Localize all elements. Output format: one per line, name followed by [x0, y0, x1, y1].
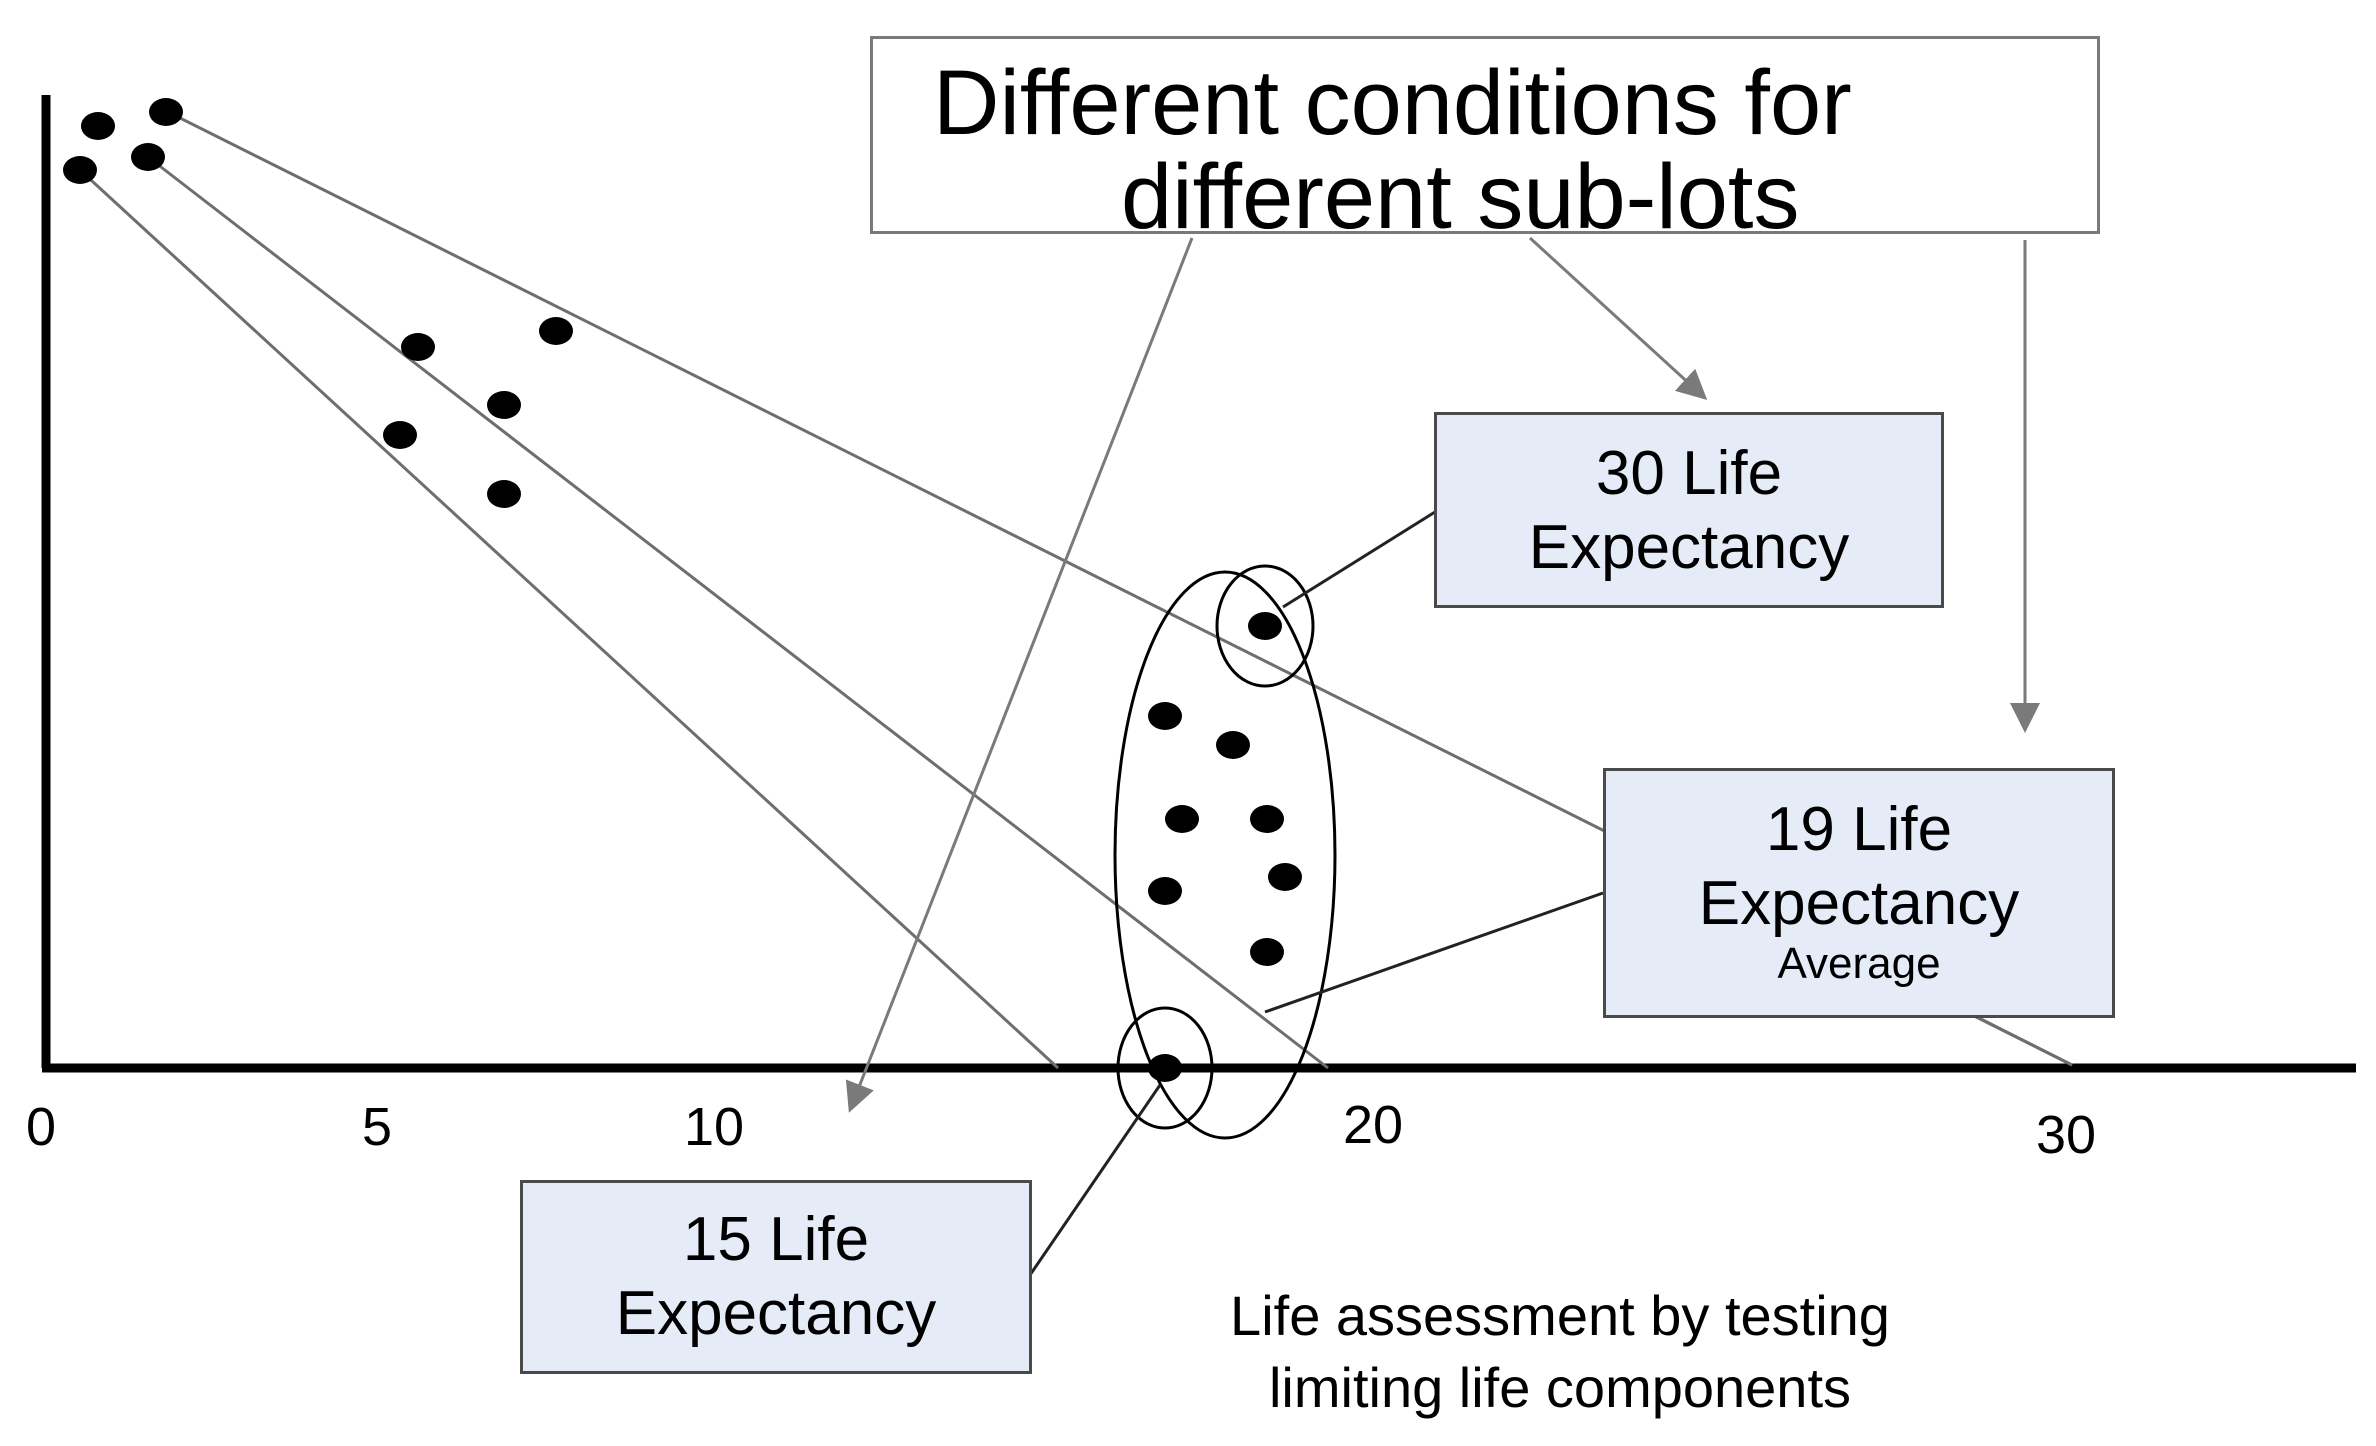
title-box: Different conditions for different sub-l… [870, 36, 2100, 243]
sample-point [1216, 731, 1250, 759]
callout-15-life-expectancy: 15 Life Expectancy [520, 1180, 1032, 1374]
title-arrow-left [845, 237, 1194, 1113]
sample-point [1165, 805, 1199, 833]
sample-point [63, 156, 97, 184]
callout-line: 19 Life [1765, 795, 1953, 864]
callout-line-small: Average [1777, 939, 1941, 988]
sample-point [401, 333, 435, 361]
sample-point [1250, 938, 1284, 966]
callout-line: Expectancy [1528, 513, 1850, 582]
caption-line-1: Life assessment by testing [1230, 1284, 1890, 1347]
title-line-2: different sub-lots [1121, 146, 1800, 248]
callout-line: 30 Life [1595, 439, 1783, 508]
sample-point [149, 98, 183, 126]
title-line-1: Different conditions for [933, 52, 1852, 154]
sample-point [1148, 877, 1182, 905]
trend-line-lower [78, 168, 1060, 1070]
cluster-ellipse [1113, 570, 1337, 1140]
title-arrow-middle [1528, 236, 1708, 401]
sample-point [383, 421, 417, 449]
callout-19-life-expectancy: 19 Life Expectancy Average [1603, 768, 2115, 1018]
sample-point [487, 391, 521, 419]
sample-point [487, 480, 521, 508]
caption-line-2: limiting life components [1268, 1356, 1852, 1419]
x-tick-label: 20 [1343, 1095, 1404, 1155]
callout-30-life-expectancy: 30 Life Expectancy [1434, 412, 1944, 608]
x-tick-label: 10 [684, 1097, 745, 1157]
x-tick-label: 30 [2036, 1105, 2097, 1165]
sample-point [1250, 805, 1284, 833]
sample-points [63, 98, 1302, 1082]
caption: Life assessment by testing limiting life… [1130, 1280, 1990, 1424]
sample-point [539, 317, 573, 345]
sample-point [131, 143, 165, 171]
highlight-ellipse-30 [1215, 564, 1315, 688]
callout-line: Expectancy [1698, 869, 2020, 938]
callout-line: Expectancy [615, 1279, 937, 1348]
leader-line-15 [1028, 1084, 1162, 1276]
sample-point [1268, 863, 1302, 891]
leader-line-19-bottom [1974, 1014, 2073, 1067]
x-tick-label: 5 [362, 1097, 393, 1157]
x-tick-label: 0 [26, 1097, 57, 1157]
sample-point [81, 112, 115, 140]
callout-line: 15 Life [682, 1205, 870, 1274]
leader-line-30 [1282, 510, 1436, 609]
sample-point [1148, 702, 1182, 730]
highlight-ellipse-15 [1116, 1006, 1214, 1130]
trend-line-middle [147, 155, 1329, 1070]
sample-point [1248, 612, 1282, 640]
leader-line-19 [1264, 891, 1604, 1014]
